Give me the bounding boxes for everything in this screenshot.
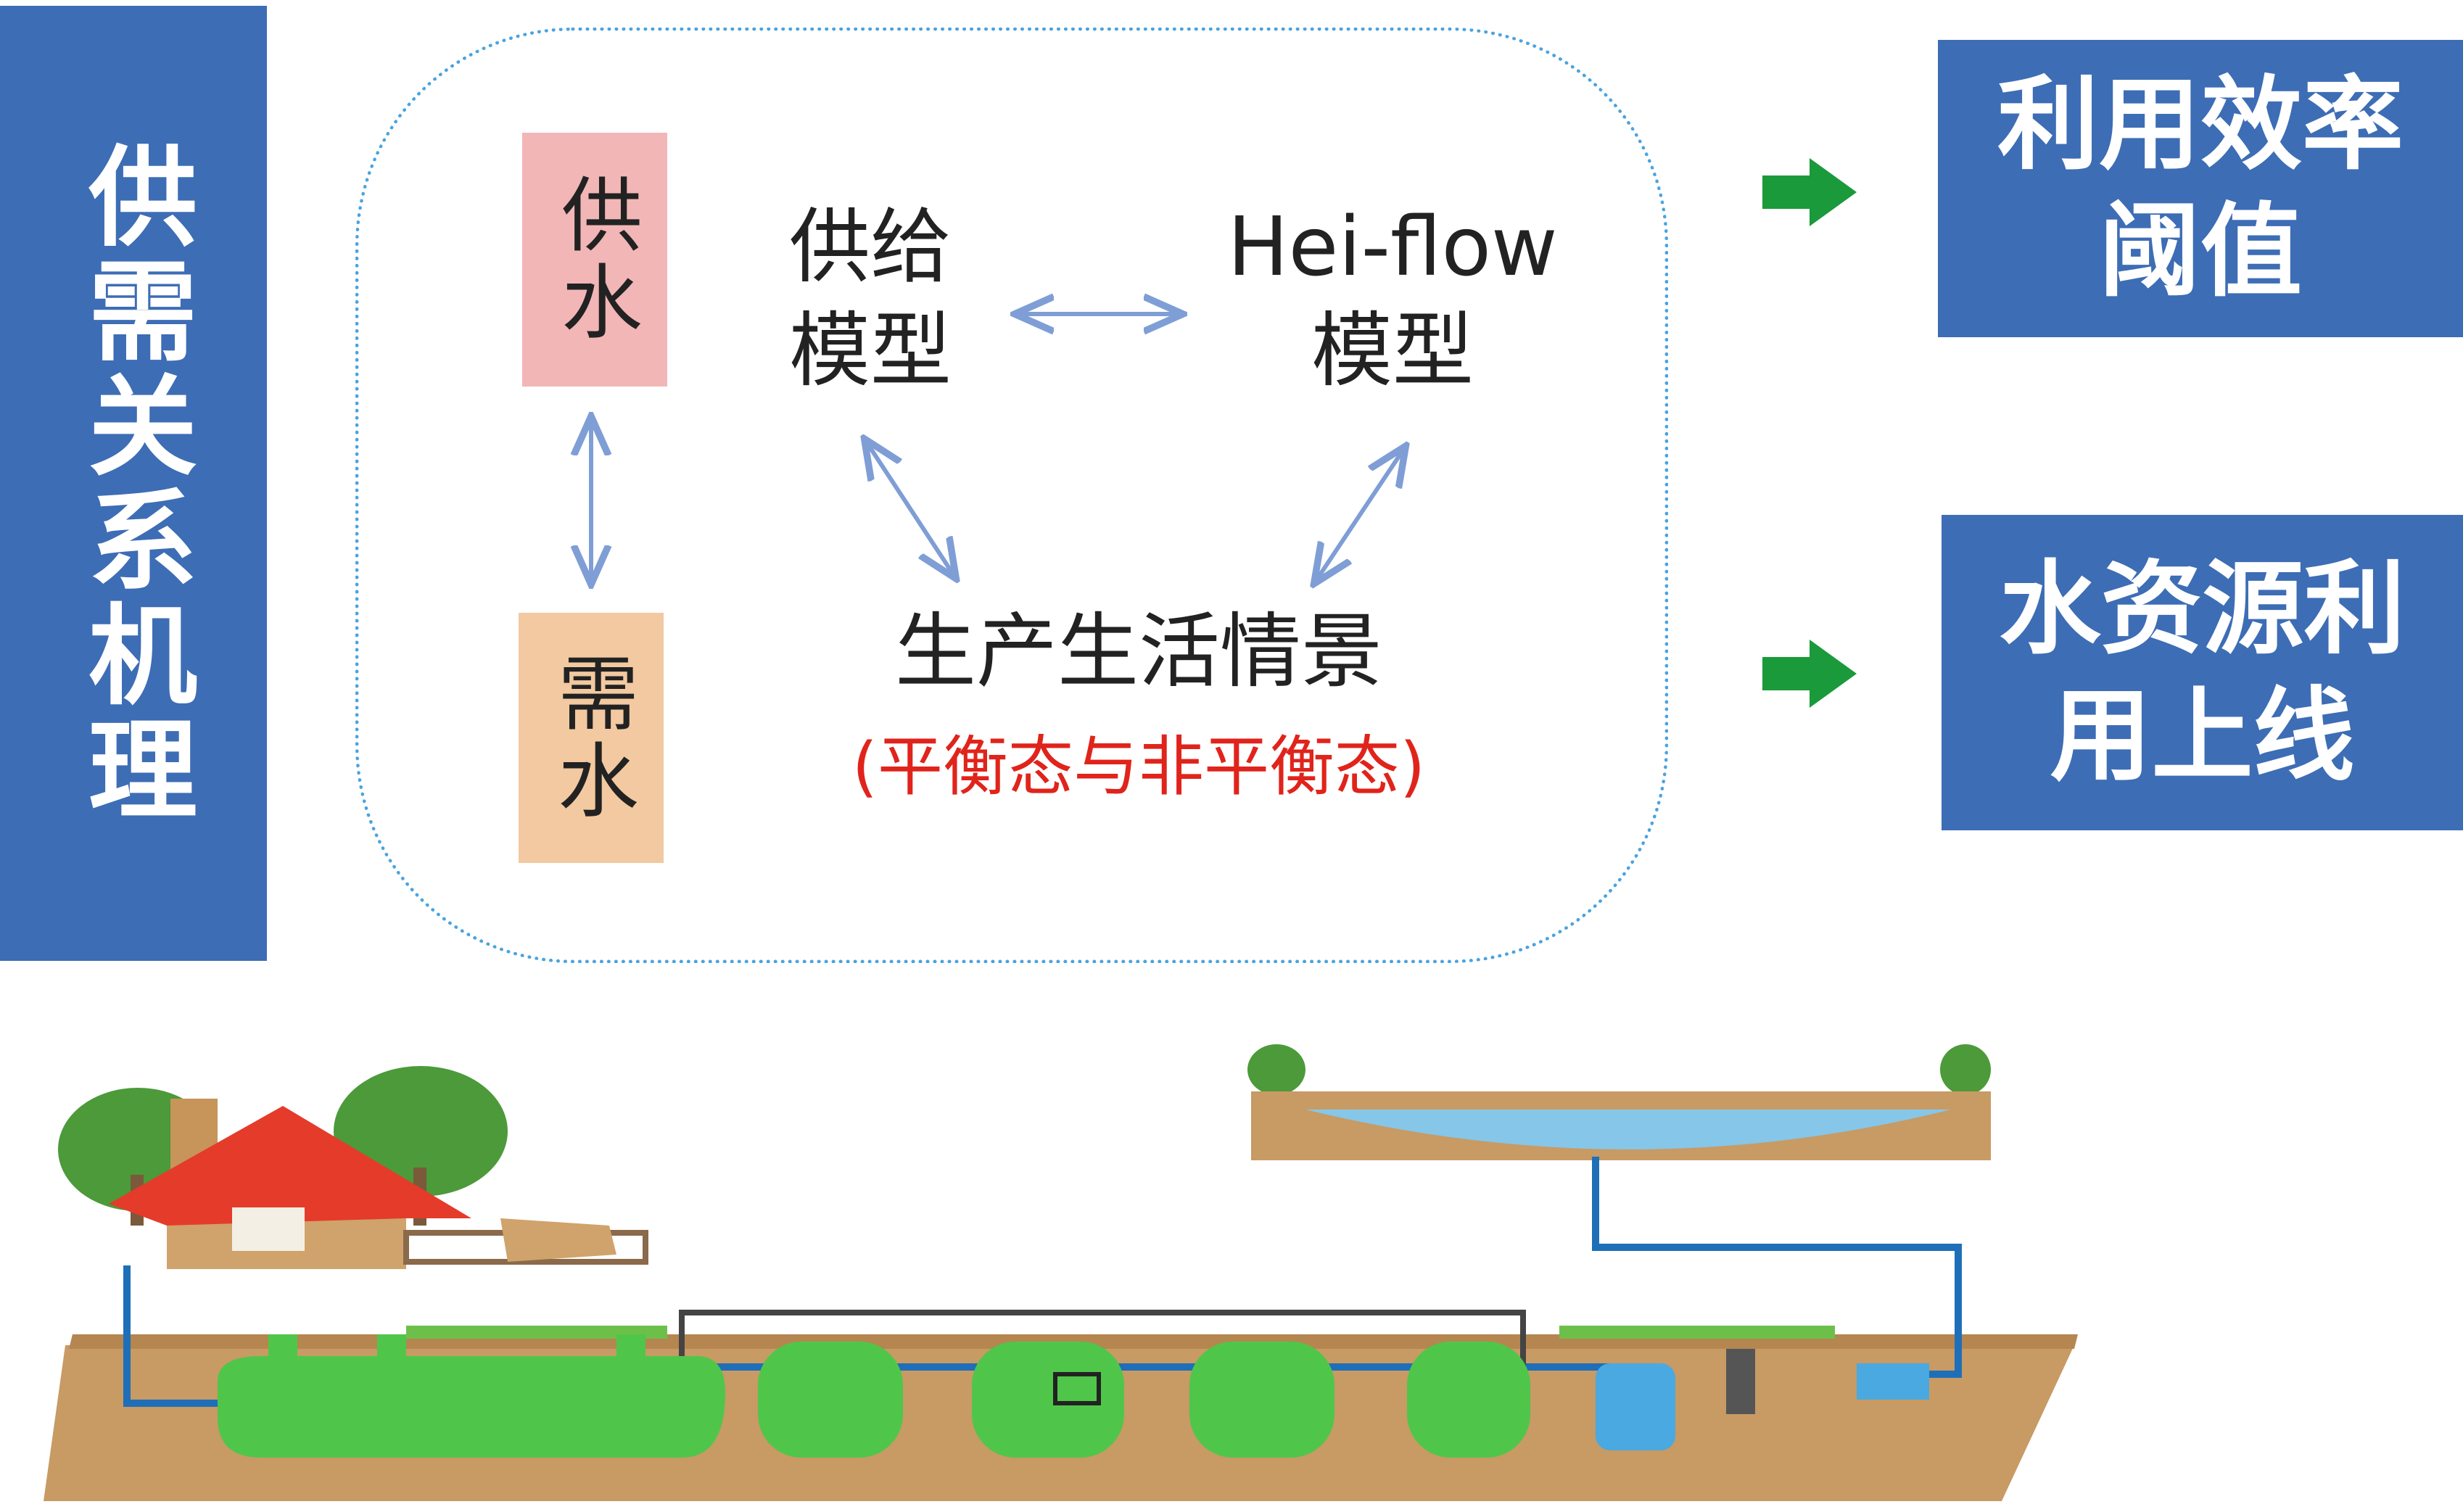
supply-model-label: 供给 模型 xyxy=(758,196,983,404)
river-water xyxy=(1305,1110,1951,1149)
window xyxy=(232,1207,305,1251)
tank xyxy=(758,1342,903,1458)
pipes xyxy=(123,1157,1962,1407)
chimney xyxy=(170,1099,218,1186)
output-efficiency-line-2: 阈值 xyxy=(2098,193,2302,311)
house-wall xyxy=(167,1189,406,1269)
output-box-upper-limit: 水资源利 用上线 xyxy=(1942,515,2463,830)
pump-column xyxy=(1726,1349,1755,1414)
scenario-note: (平衡态与非平衡态) xyxy=(851,729,1426,805)
ground-slab xyxy=(44,1345,2074,1501)
supply-model-line-1: 供给 xyxy=(789,200,952,294)
demand-water-label: 需水 xyxy=(544,650,638,825)
grass-strip xyxy=(406,1326,667,1339)
fence xyxy=(403,1230,648,1265)
output-efficiency-line-1: 利用效率 xyxy=(1997,66,2404,184)
ground-top xyxy=(69,1334,2078,1349)
model-region xyxy=(355,28,1668,963)
control-box xyxy=(1053,1372,1101,1405)
tank xyxy=(218,1356,725,1458)
mechanism-title: 供需关系机理 xyxy=(70,139,197,827)
tree xyxy=(58,1088,218,1211)
mechanism-title-box: 供需关系机理 xyxy=(0,6,267,961)
supply-water-label: 供水 xyxy=(548,173,642,347)
scenario-label: 生产生活情景 xyxy=(895,605,1382,699)
river-picture xyxy=(1247,1044,1991,1160)
output-limit-line-1: 水资源利 xyxy=(1999,550,2406,669)
tree xyxy=(1247,1044,1305,1095)
riverbank xyxy=(1251,1091,1991,1160)
tank-riser xyxy=(616,1334,645,1363)
tank xyxy=(1189,1342,1334,1458)
inspection-well xyxy=(1857,1363,1929,1400)
water-tank xyxy=(1596,1363,1675,1450)
tree-trunk xyxy=(413,1168,426,1226)
output-box-efficiency: 利用效率 阈值 xyxy=(1938,40,2463,337)
roof xyxy=(109,1106,471,1226)
green-arrow-icon-2 xyxy=(1762,640,1857,708)
heiflow-model-label: Hei-flow 模型 xyxy=(1189,196,1596,404)
demand-water-box: 需水 xyxy=(519,613,664,863)
tree xyxy=(1940,1044,1991,1095)
grass-strip xyxy=(1559,1326,1835,1339)
supply-model-line-2: 模型 xyxy=(789,304,952,399)
heiflow-model-line-1: Hei-flow xyxy=(1227,200,1558,294)
animal xyxy=(500,1218,616,1262)
output-limit-line-2: 用上线 xyxy=(2050,677,2355,796)
green-arrow-icon-1 xyxy=(1762,158,1857,226)
tank xyxy=(1407,1342,1530,1458)
tank xyxy=(972,1342,1124,1458)
supply-water-box: 供水 xyxy=(522,133,667,387)
grey-pipe xyxy=(679,1310,1526,1392)
tank-riser xyxy=(268,1334,297,1363)
tanks xyxy=(218,1334,1530,1458)
tree xyxy=(334,1066,508,1197)
tank-riser xyxy=(377,1334,406,1363)
house-picture xyxy=(58,1066,648,1269)
tree-trunk xyxy=(131,1175,144,1226)
heiflow-model-line-2: 模型 xyxy=(1311,304,1474,399)
